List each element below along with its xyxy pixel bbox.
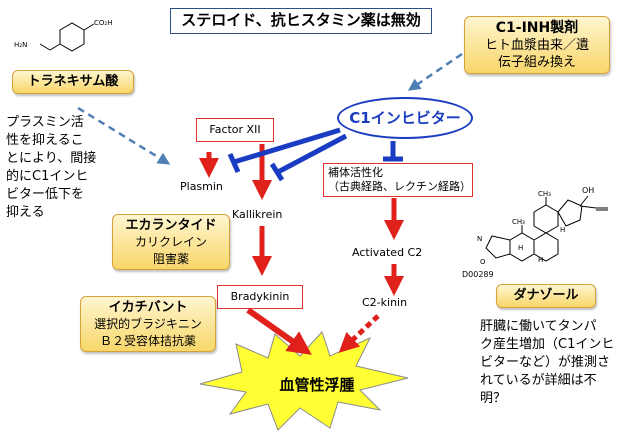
danazol-n-atom: N	[477, 235, 482, 243]
arrow-bradykinin-edema	[246, 307, 312, 355]
complement-activation-node: 補体活性化 （古典経路、レクチン経路）	[323, 163, 473, 197]
page-title: ステロイド、抗ヒスタミン薬は無効	[170, 8, 432, 34]
danazol-note-line: ク産生増加（C1インヒ	[480, 337, 615, 352]
plasmin-node: Plasmin	[180, 180, 223, 193]
c1inh-product-line2: ヒト血漿由来／遺	[484, 38, 589, 53]
danazol-label: ダナゾール	[496, 284, 596, 308]
c1inh-product-title: C1-INH製剤	[495, 20, 579, 36]
danazol-o-atom: O	[480, 258, 486, 266]
icatibant-desc1: 選択的ブラジキニン	[94, 317, 202, 331]
danazol-note-line: 明？	[480, 391, 507, 406]
danazol-h-2: H	[538, 256, 543, 264]
tranexamic-acid-note: プラスミン活 性を抑えるこ とにより、間接 的にC1インヒ ビター低下を 抑える	[6, 114, 116, 222]
inhibit-c1-plasmin-bar	[227, 152, 241, 174]
inhibit-c1-plasmin	[233, 127, 341, 165]
tranexamic-acid-label: トラネキサム酸	[12, 70, 134, 94]
danazol-note-line: ビターなど）が推測さ	[480, 355, 611, 370]
icatibant-name: イカチバント	[108, 300, 188, 315]
tranexamic-note-line: 性を抑えるこ	[6, 133, 84, 148]
ecallantide-box: エカランタイド カリクレイン 阻害薬	[112, 214, 230, 270]
c1-inhibitor-node: C1インヒビター	[337, 97, 473, 139]
angioedema-label: 血管性浮腫	[279, 376, 355, 394]
structure-amine-group: H₂N	[14, 41, 27, 49]
danazol-methyl-group-1: CH₃	[538, 190, 551, 198]
c2-kinin-node: C2-kinin	[362, 296, 408, 309]
bradykinin-node: Bradykinin	[217, 285, 303, 309]
factor-xii-node: Factor XII	[196, 118, 274, 142]
danazol-structure-code: D00289	[462, 270, 494, 279]
danazol-note-line: 肝臓に働いてタンパ	[480, 319, 597, 334]
tranexamic-note-line: 抑える	[6, 205, 45, 220]
danazol-methyl-group-2: CH₃	[512, 218, 525, 226]
danazol-structure	[485, 195, 608, 262]
c1inh-product-box: C1-INH製剤 ヒト血漿由来／遺 伝子組み換え	[464, 16, 610, 74]
danazol-note-line: れているが詳細は不	[480, 373, 597, 388]
danazol-note: 肝臓に働いてタンパ ク産生増加（C1インヒ ビターなど）が推測さ れているが詳細…	[480, 318, 628, 408]
c1inh-product-line3: 伝子組み換え	[497, 55, 576, 70]
icatibant-desc2: Ｂ２受容体拮抗薬	[99, 334, 196, 348]
dashed-arrow-tranexamic-plasmin	[77, 106, 171, 165]
arrow-c2kinin-edema	[338, 314, 380, 353]
inhibit-c1-kallikrein-bar	[269, 162, 285, 182]
activated-c2-node: Activated C2	[352, 246, 423, 259]
icatibant-box: イカチバント 選択的ブラジキニン Ｂ２受容体拮抗薬	[80, 296, 216, 352]
tranexamic-note-line: とにより、間接	[6, 151, 97, 166]
tranexamic-note-line: ビター低下を	[6, 187, 85, 202]
danazol-h-1: H	[560, 226, 565, 234]
complement-line1: 補体活性化	[328, 166, 383, 179]
danazol-oh-group: OH	[582, 186, 594, 195]
tranexamic-structure	[39, 22, 95, 52]
inhibit-c1-kallikrein	[276, 133, 348, 175]
kallikrein-node: Kallikrein	[232, 208, 283, 221]
ecallantide-name: エカランタイド	[125, 218, 217, 233]
structure-acid-group: CO₂H	[94, 19, 112, 27]
danazol-h-3: H	[518, 244, 523, 252]
tranexamic-note-line: 的にC1インヒ	[6, 169, 89, 184]
complement-line2: （古典経路、レクチン経路）	[328, 180, 471, 193]
dashed-arrow-product-c1inh	[407, 52, 463, 91]
ecallantide-desc2: 阻害薬	[152, 252, 189, 266]
tranexamic-note-line: プラスミン活	[6, 115, 84, 130]
ecallantide-desc1: カリクレイン	[134, 235, 207, 249]
